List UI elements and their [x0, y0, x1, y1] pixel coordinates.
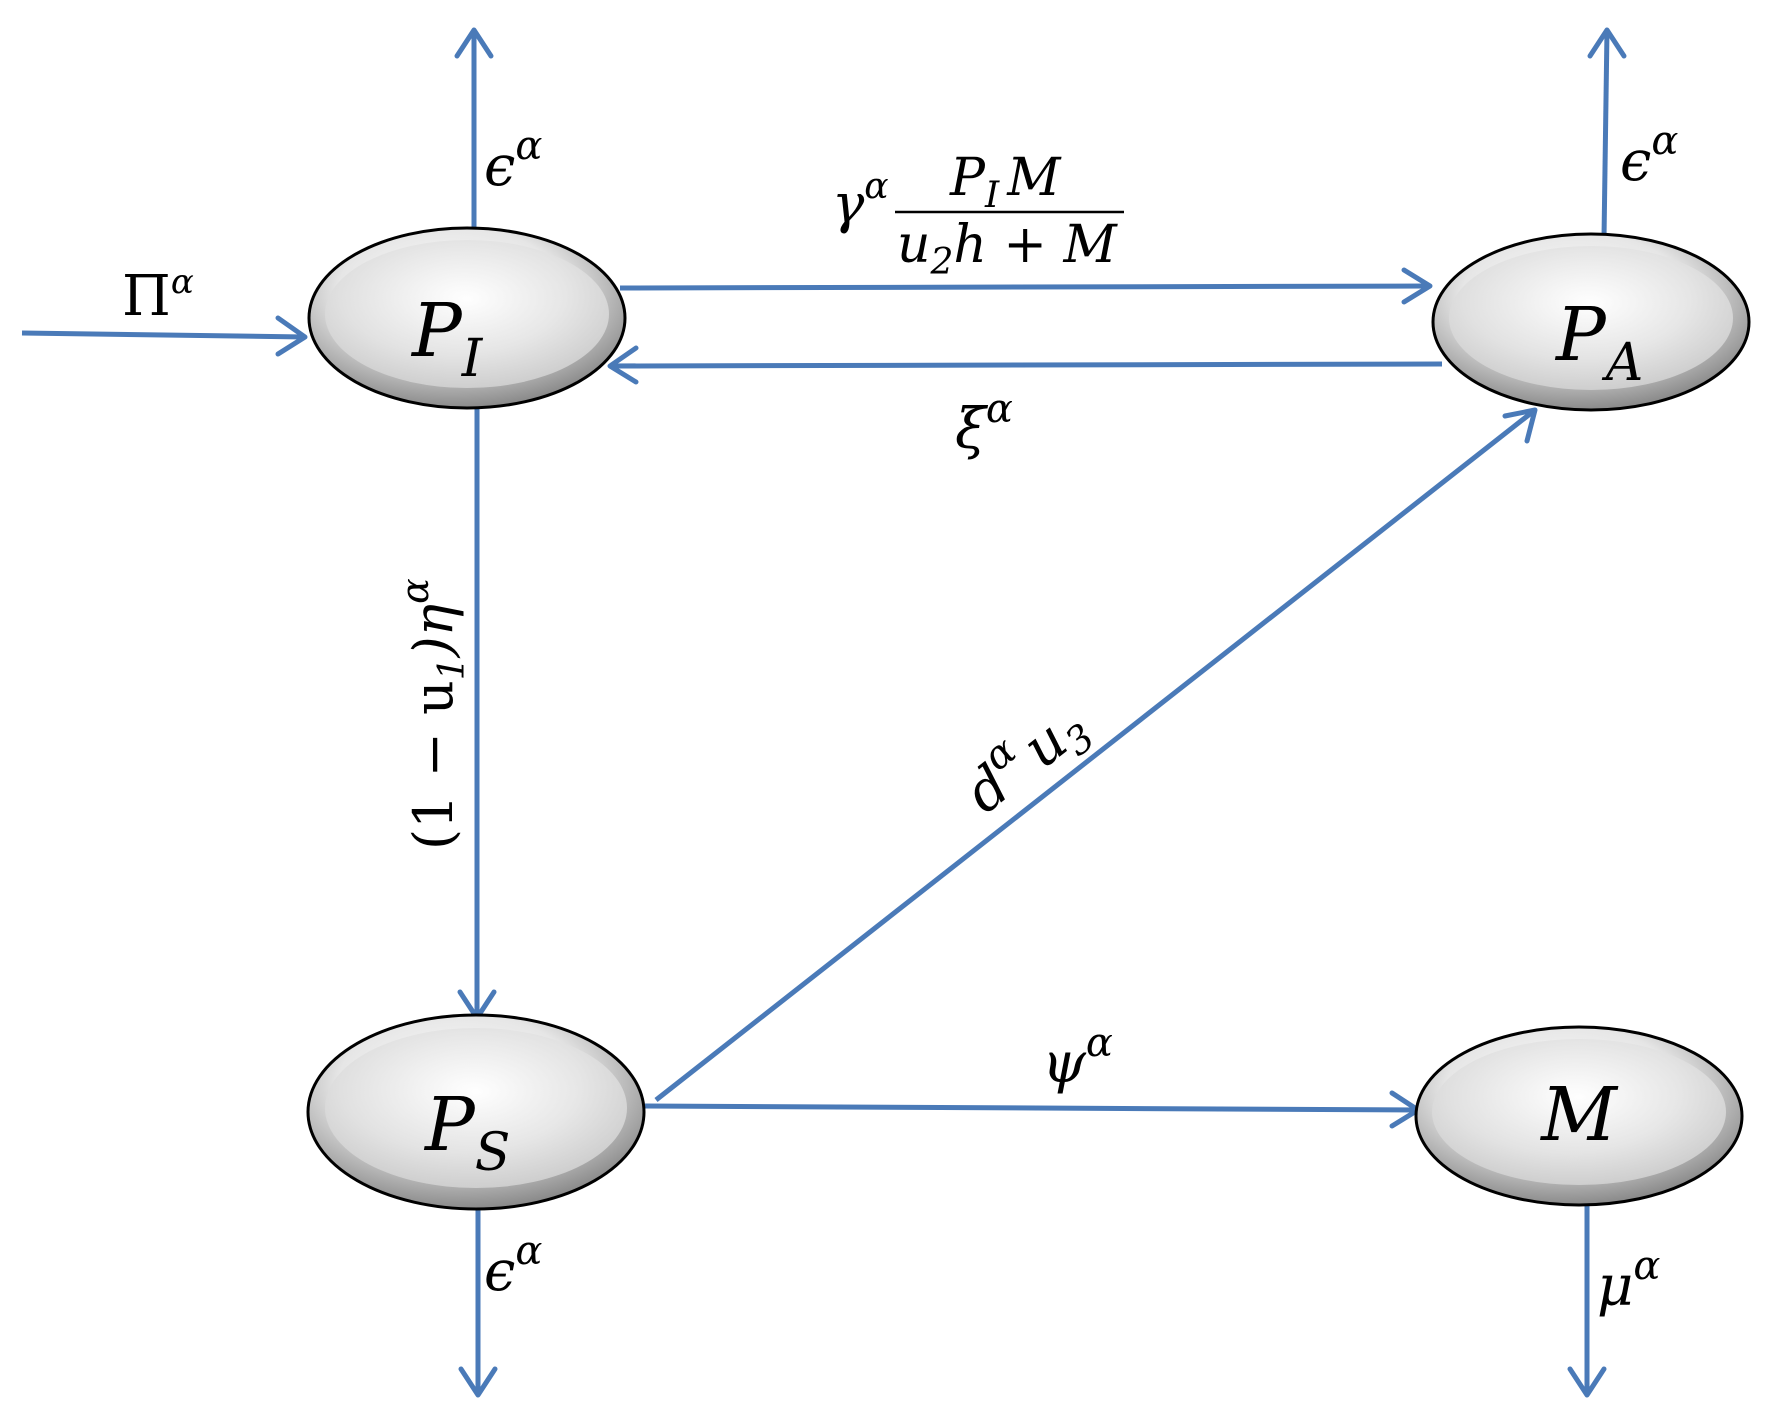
node-pi-label: PI [410, 288, 484, 389]
ps-death-rate-label: ϵα [484, 1228, 542, 1304]
pa-death-rate-label: ϵα [1620, 118, 1678, 194]
pi-to-pa-coef: γα [832, 166, 889, 235]
pa-to-pi-arrow [607, 345, 1443, 385]
node-ps: PS [306, 1013, 646, 1211]
pi-death-arrow [454, 27, 494, 228]
pi-to-pa-denominator: u2h + M [897, 215, 1119, 283]
node-m-label: M [1539, 1072, 1619, 1158]
ps-to-pa-arrow [654, 407, 1538, 1102]
pi-to-ps-arrow [457, 405, 497, 1021]
node-ps-label: PS [423, 1082, 510, 1183]
node-pa-label: PA [1554, 292, 1643, 393]
node-pi: PI [307, 226, 627, 410]
pa-death-arrow [1587, 27, 1627, 239]
pi-to-ps-rate-label: (1 − u1)ηα [393, 578, 473, 850]
m-decay-arrow [1567, 1204, 1607, 1398]
pi-death-rate-label: ϵα [484, 123, 542, 199]
ps-to-m-rate-label: ψα [1042, 1020, 1113, 1096]
node-m: M [1414, 1025, 1744, 1207]
recruitment-rate-label: Πα [122, 262, 194, 329]
pa-to-pi-rate-label: ξα [955, 386, 1013, 462]
node-pa: PA [1431, 232, 1751, 412]
m-decay-rate-label: μα [1597, 1243, 1660, 1319]
pi-to-pa-arrow [619, 267, 1433, 305]
recruitment-arrow [21, 315, 308, 357]
ps-to-m-arrow [644, 1090, 1421, 1129]
ps-death-arrow [458, 1207, 498, 1398]
